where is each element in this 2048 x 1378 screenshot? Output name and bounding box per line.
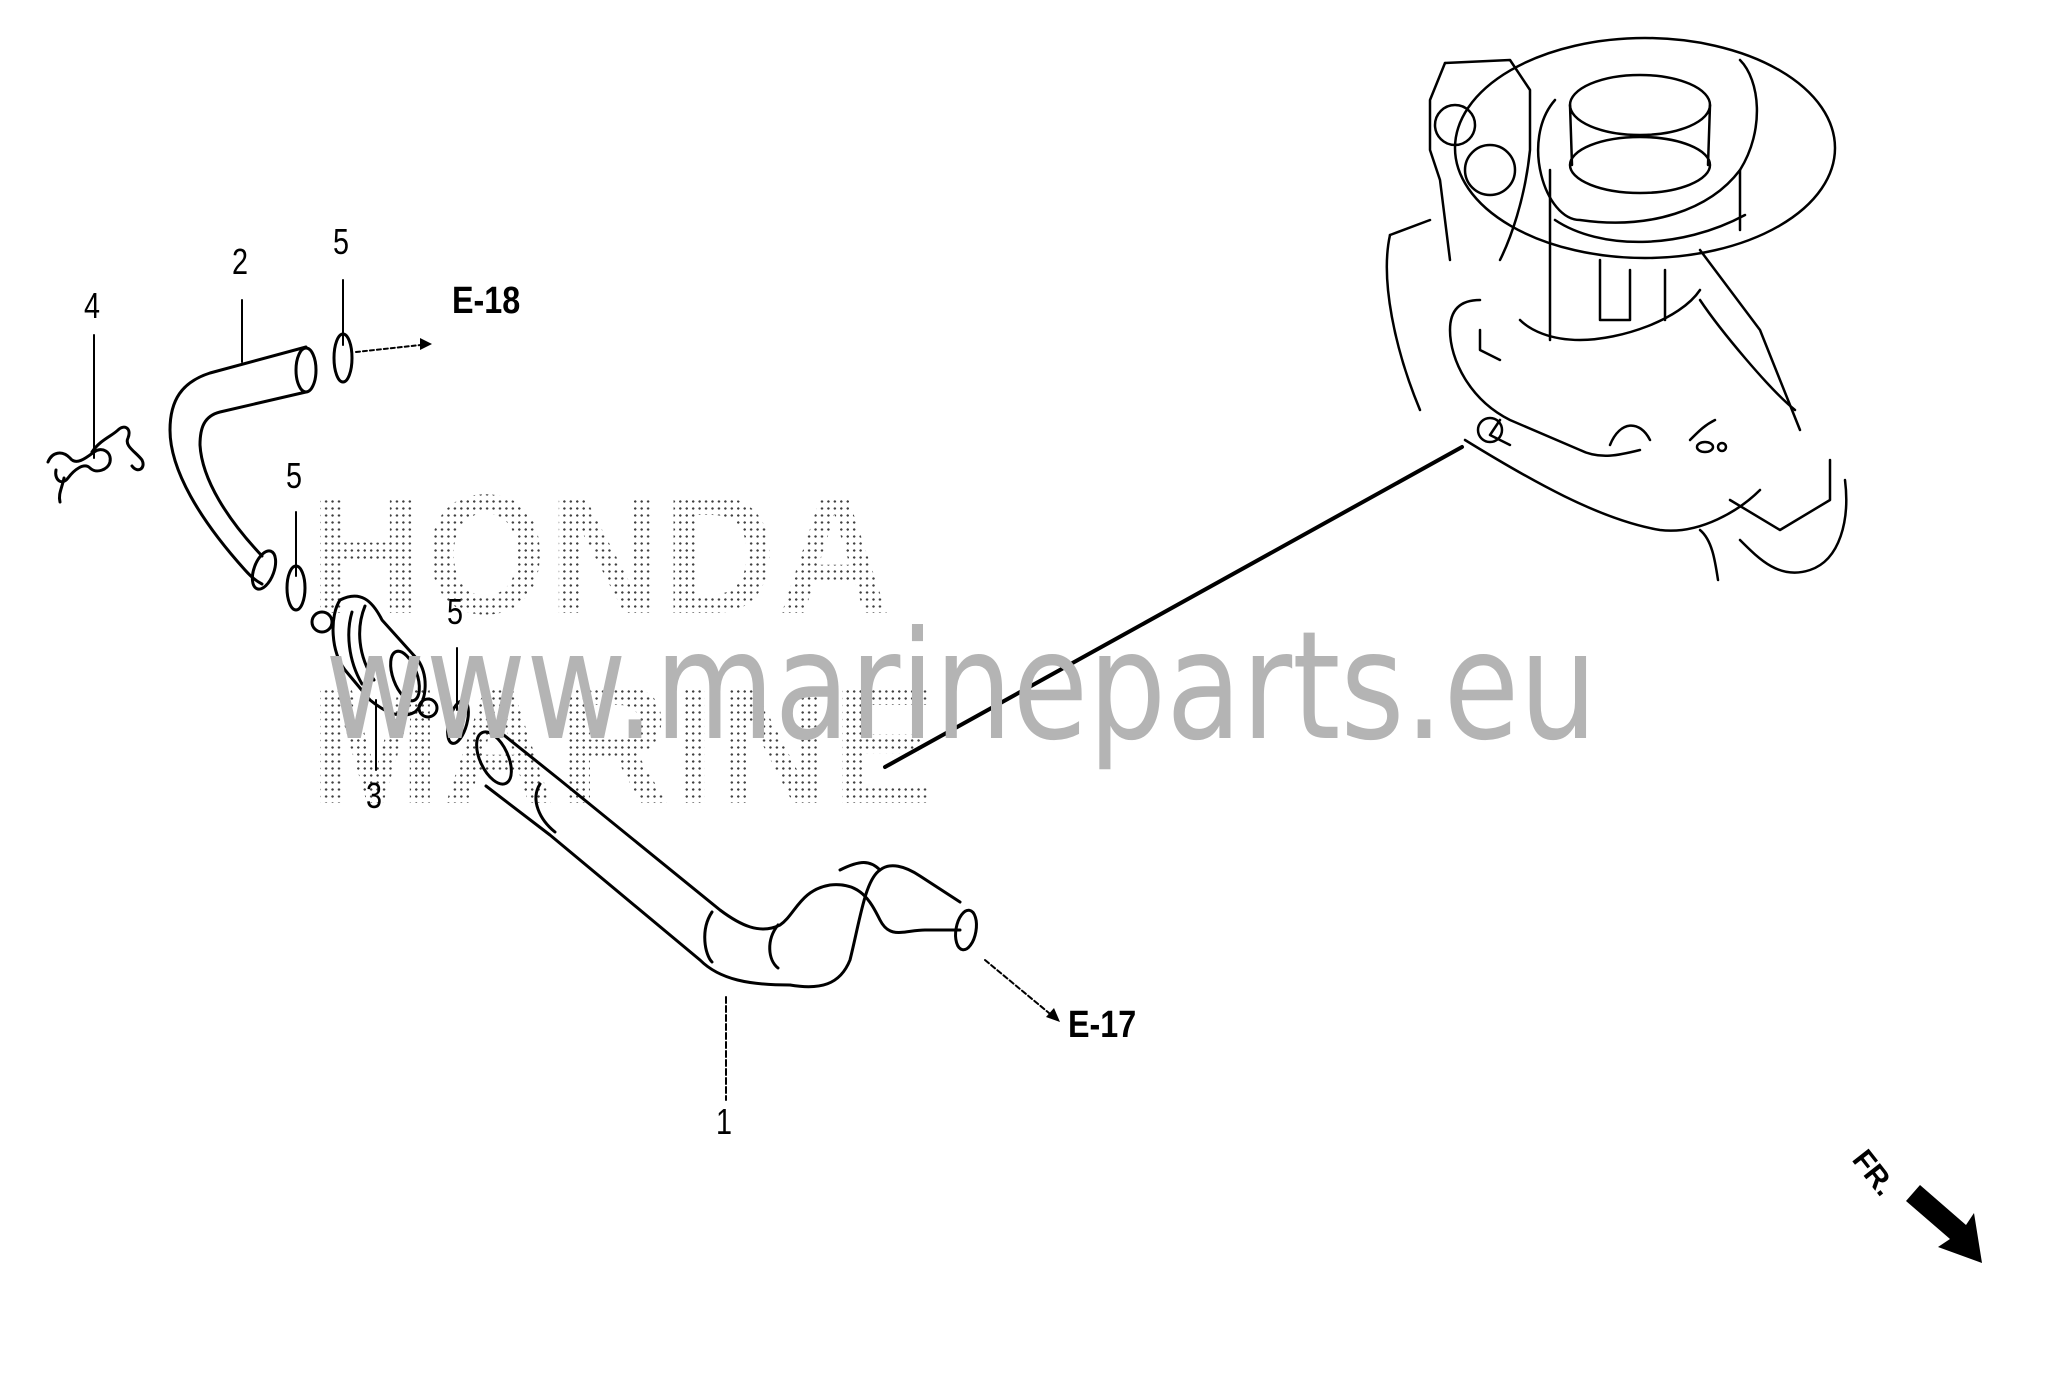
callout-1: 1 [716,1101,733,1142]
callout-2: 2 [232,241,249,282]
arrow-to-e17 [984,959,1056,1019]
hose-part-2[interactable] [168,345,318,592]
callout-5-middle: 5 [286,455,303,496]
watermark-url: www.marineparts.eu [325,600,1598,774]
clamp-5-lower[interactable] [444,698,473,745]
callout-3: 3 [366,775,383,816]
front-direction-indicator: FR. [1846,1135,2010,1275]
engine-unit [1385,36,1848,582]
reference-e18[interactable]: E-18 [452,280,521,322]
hose-part-1[interactable] [469,727,979,989]
reference-e17[interactable]: E-17 [1068,1004,1137,1046]
strainer-part-3[interactable] [310,594,439,719]
clip-part-4[interactable] [46,425,145,504]
callout-4: 4 [84,285,101,326]
front-arrow-icon [1906,1185,1982,1263]
watermark-honda: HONDA [310,460,893,650]
watermark-marine: MARINE [310,650,938,840]
arrow-to-e18 [355,343,431,353]
callout-5-lower: 5 [447,591,464,632]
connector-line [883,445,1464,769]
callout-5-top: 5 [333,221,350,262]
